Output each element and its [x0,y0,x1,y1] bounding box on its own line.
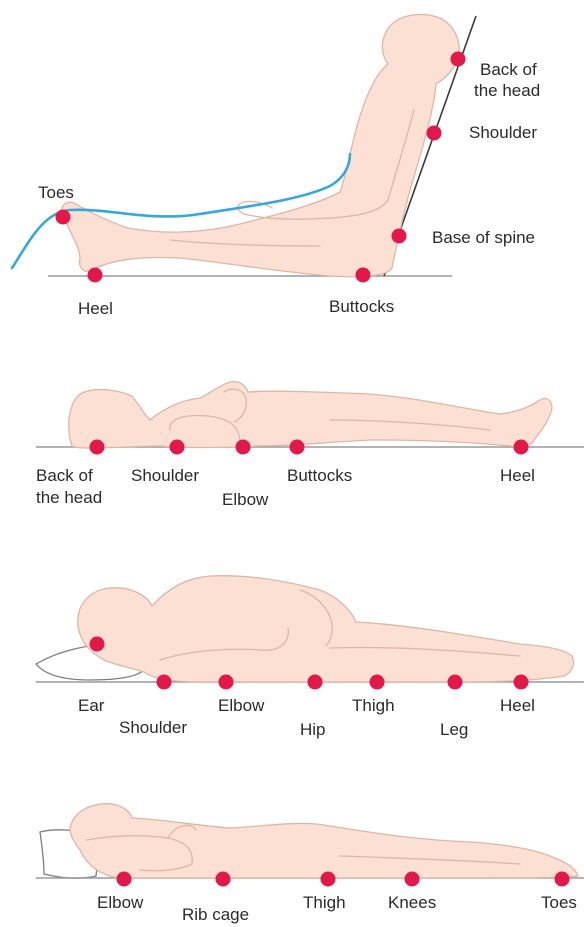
pressure-point-back-of-head [451,52,466,67]
label-buttocks: Buttocks [287,466,352,485]
label-rib-cage: Rib cage [182,905,249,924]
label-elbow: Elbow [97,893,144,912]
label-ear: Ear [78,696,105,715]
label-toes: Toes [541,893,577,912]
label-heel: Heel [500,696,535,715]
label-elbow: Elbow [222,490,269,509]
label-heel: Heel [78,299,113,318]
label-back-of-head-line2: the head [36,488,102,507]
pressure-point-elbow [219,675,234,690]
pressure-point-elbow [236,440,251,455]
pressure-point-back-of-head [90,440,105,455]
label-toes: Toes [38,183,74,202]
label-buttocks: Buttocks [329,297,394,316]
prone-body [70,804,578,878]
pressure-point-ear [90,637,105,652]
label-base-of-spine: Base of spine [432,228,535,247]
pressure-point-base-of-spine [392,229,407,244]
pressure-point-toes [56,210,71,225]
pressure-point-buttocks [356,268,371,283]
pressure-point-shoulder [170,440,185,455]
pressure-point-leg [448,675,463,690]
pressure-point-heel [514,440,529,455]
label-shoulder: Shoulder [119,718,187,737]
label-thigh: Thigh [303,893,346,912]
pressure-point-shoulder [427,126,442,141]
label-hip: Hip [300,720,326,739]
pressure-point-buttocks [290,440,305,455]
label-back-of-head-line1: Back of [36,466,93,485]
panel-sitting: Toes Heel Buttocks Base of spine Shoulde… [12,14,540,318]
label-shoulder: Shoulder [469,123,537,142]
label-back-of-head-line2: the head [474,81,540,100]
pressure-point-knees [405,872,420,887]
label-back-of-head-line1: Back of [480,60,537,79]
supine-body [69,382,552,448]
panel-side-lying: Ear Shoulder Elbow Hip Thigh Leg Heel [36,576,584,739]
label-elbow: Elbow [218,696,265,715]
pressure-point-hip [308,675,323,690]
pressure-point-thigh [321,872,336,887]
pressure-point-elbow [117,872,132,887]
label-thigh: Thigh [352,696,395,715]
label-leg: Leg [440,720,468,739]
label-knees: Knees [388,893,436,912]
pressure-point-heel [514,675,529,690]
panel-supine: Back of the head Shoulder Elbow Buttocks… [36,382,584,509]
pressure-point-thigh [370,675,385,690]
pressure-point-toes [555,872,570,887]
label-heel: Heel [500,466,535,485]
side-lying-body [78,576,574,682]
pressure-point-shoulder [157,675,172,690]
pressure-point-heel [88,268,103,283]
panel-prone: Elbow Rib cage Thigh Knees Toes [36,804,584,924]
pressure-point-rib-cage [216,872,231,887]
label-shoulder: Shoulder [131,466,199,485]
